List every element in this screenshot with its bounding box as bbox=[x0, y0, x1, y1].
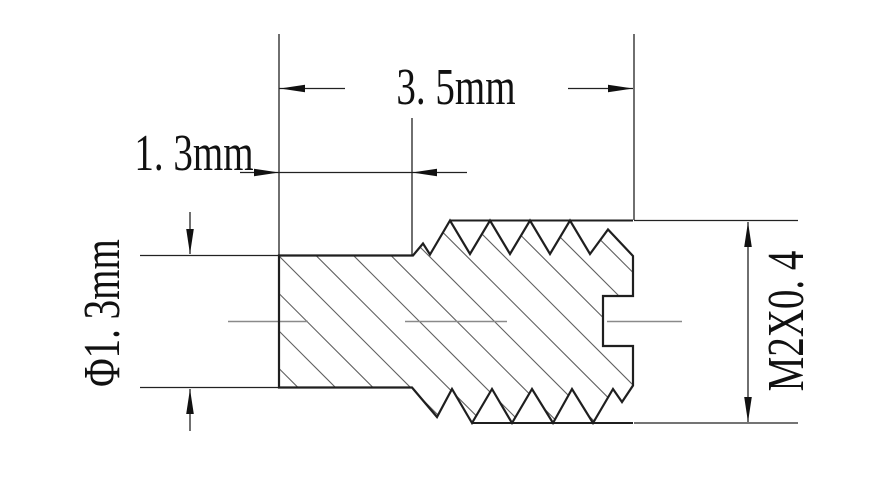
section-hatch-lines bbox=[279, 220, 633, 423]
arrow-3-5-right bbox=[608, 84, 633, 93]
arrow-thread-bottom bbox=[744, 397, 752, 422]
arrow-1-3-right bbox=[412, 168, 437, 177]
dim-text-tip-diameter: Φ1. 3mm bbox=[74, 239, 131, 387]
arrow-1-3-left bbox=[254, 168, 279, 177]
arrow-thread-top bbox=[744, 222, 752, 247]
arrow-dia-bottom bbox=[186, 389, 194, 414]
dimension-arrowheads bbox=[186, 84, 752, 422]
arrow-3-5-left bbox=[280, 84, 305, 93]
dim-text-tip-length: 1. 3mm bbox=[134, 125, 254, 182]
part-outline bbox=[277, 218, 635, 426]
thread-crest-lines bbox=[450, 219, 633, 424]
dim-text-overall-length: 3. 5mm bbox=[396, 59, 516, 116]
dim-text-thread-spec: M2X0. 4 bbox=[758, 250, 815, 392]
arrow-dia-top bbox=[186, 229, 194, 254]
